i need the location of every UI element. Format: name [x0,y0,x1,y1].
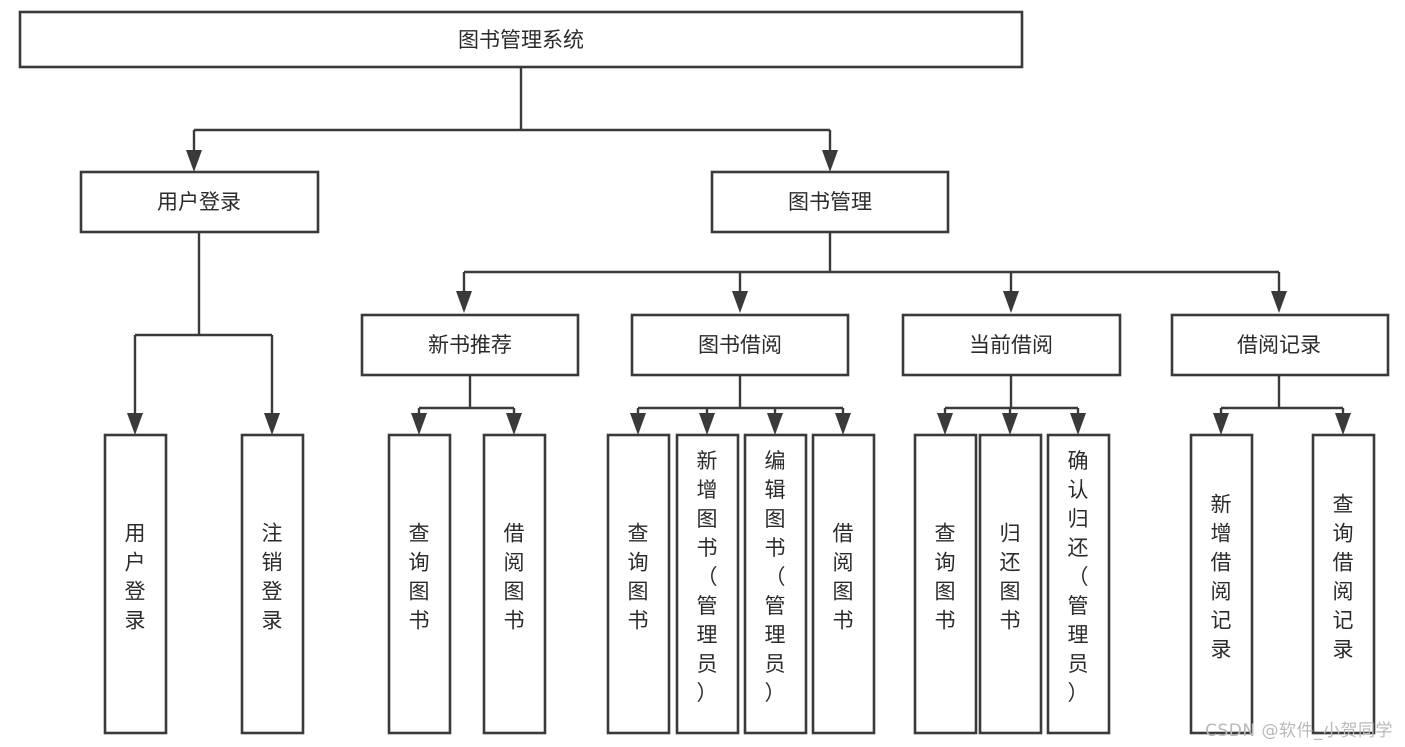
node-borrow-record: 借阅记录 [1170,313,1390,377]
node-leaf-borrow-record-0: 新增借阅记录 [1189,433,1254,735]
node-book-management: 图书管理 [710,170,950,234]
node-leaf-user-login-1: 注销登录 [240,433,305,735]
node-root: 图书管理系统 [18,10,1024,69]
arrow-icon [264,413,280,435]
node-user-login-label: 用户登录 [157,190,241,214]
connector-book-mgmt-to-level3 [456,232,1287,313]
node-leaf-box [1311,433,1376,735]
arrow-icon [835,413,851,435]
node-leaf-current-borrow-2: 确认归还（管理员） [1046,433,1111,735]
node-leaf-label: 查询图书 [409,522,430,633]
node-leaf-box [978,433,1043,735]
node-leaf-box [811,433,876,735]
node-leaf-label: 归还图书 [1000,522,1021,633]
arrow-icon [411,413,427,435]
node-leaf-book-borrow-1: 新增图书（管理员） [675,433,740,735]
node-root-label: 图书管理系统 [458,28,584,52]
connector-new-book-to-leaves [411,375,522,435]
arrow-icon [186,150,202,172]
node-leaf-label: 借阅图书 [833,522,854,633]
node-new-book-recommend: 新书推荐 [360,313,580,377]
node-leaf-book-borrow-2: 编辑图书（管理员） [743,433,808,735]
node-user-login: 用户登录 [79,170,320,234]
arrow-icon [937,413,953,435]
node-borrow-record-box [1170,313,1390,377]
node-leaf-label: 新增借阅记录 [1211,493,1232,662]
node-leaf-box [103,433,168,735]
node-leaf-current-borrow-0: 查询图书 [913,433,978,735]
connector-current-borrow-to-leaves [937,375,1086,435]
node-current-borrow-label: 当前借阅 [969,333,1053,357]
arrow-icon [1003,291,1019,313]
node-user-login-box [79,170,320,234]
node-leaf-box [240,433,305,735]
arrow-icon [630,413,646,435]
arrow-icon [732,291,748,313]
node-leaf-label: 查询借阅记录 [1333,493,1354,662]
connector-root-to-level2 [186,67,838,172]
connector-borrow-record-to-leaves [1213,375,1351,435]
node-leaf-label: 查询图书 [935,522,956,633]
node-leaf-label: 用户登录 [125,522,146,633]
node-leaf-current-borrow-1: 归还图书 [978,433,1043,735]
node-book-management-label: 图书管理 [788,190,872,214]
node-leaf-label: 查询图书 [628,522,649,633]
arrow-icon [456,291,472,313]
node-leaf-label: 借阅图书 [504,522,525,633]
node-leaf-box [1046,433,1111,735]
node-current-borrow: 当前借阅 [901,313,1122,377]
arrow-icon [1335,413,1351,435]
node-leaf-label: 编辑图书（管理员） [765,449,786,705]
node-new-book-recommend-box [360,313,580,377]
arrow-icon [1271,291,1287,313]
arrow-icon [1213,413,1229,435]
node-leaf-label: 确认归还（管理员） [1068,449,1089,705]
node-root-box [18,10,1024,69]
connector-user-login-to-leaves [127,232,280,435]
node-leaf-label: 新增图书（管理员） [697,449,718,705]
node-leaf-box [1189,433,1254,735]
node-leaf-borrow-record-1: 查询借阅记录 [1311,433,1376,735]
node-book-borrow-box [630,313,850,377]
connector-book-borrow-to-leaves [630,375,851,435]
arrow-icon [1002,413,1018,435]
node-leaf-box [743,433,808,735]
arrow-icon [767,413,783,435]
node-new-book-recommend-label: 新书推荐 [428,333,512,357]
node-leaf-box [675,433,740,735]
node-leaf-book-borrow-3: 借阅图书 [811,433,876,735]
node-book-borrow-label: 图书借阅 [698,333,782,357]
node-leaf-box [482,433,547,735]
node-book-borrow: 图书借阅 [630,313,850,377]
node-leaf-new-book-0: 查询图书 [387,433,452,735]
arrow-icon [127,413,143,435]
node-leaf-box [606,433,671,735]
node-book-management-box [710,170,950,234]
arrow-icon [1070,413,1086,435]
node-leaf-book-borrow-0: 查询图书 [606,433,671,735]
arrow-icon [506,413,522,435]
node-leaf-box [913,433,978,735]
arrow-icon [822,150,838,172]
node-leaf-user-login-0: 用户登录 [103,433,168,735]
node-leaf-label: 注销登录 [262,522,283,633]
node-current-borrow-box [901,313,1122,377]
node-leaf-new-book-1: 借阅图书 [482,433,547,735]
arrow-icon [699,413,715,435]
node-leaf-box [387,433,452,735]
node-borrow-record-label: 借阅记录 [1237,333,1321,357]
